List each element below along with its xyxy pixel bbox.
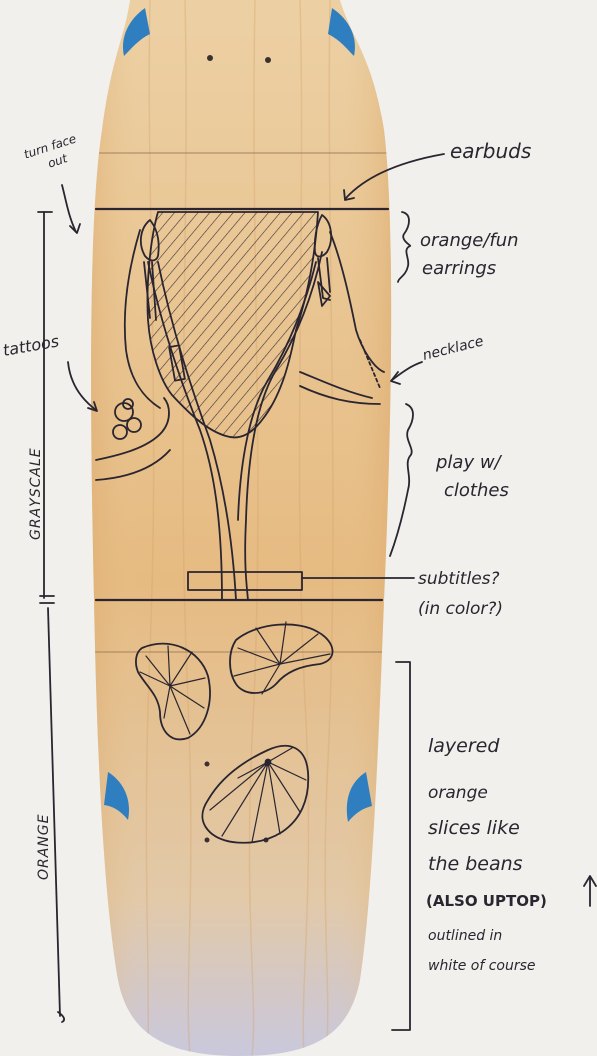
orange-range-line <box>48 608 60 1016</box>
layered-orange-label: layered orange slices like the beans (AL… <box>426 735 553 974</box>
play-clothes-label: play w/ clothes <box>435 452 509 501</box>
tattoos-label: tattoos <box>1 331 60 360</box>
necklace-label: necklace <box>421 333 485 364</box>
grayscale-label: GRAYSCALE <box>28 447 44 540</box>
turn-face-out-label: turn face out <box>21 126 88 177</box>
subtitles-label: subtitles? (in color?) <box>418 569 505 619</box>
orange-section-label: ORANGE <box>36 814 52 881</box>
skateboard-deck <box>80 0 400 1056</box>
orange-earrings-label: orange/fun earrings <box>420 230 524 279</box>
earbuds-label: earbuds <box>450 139 531 163</box>
